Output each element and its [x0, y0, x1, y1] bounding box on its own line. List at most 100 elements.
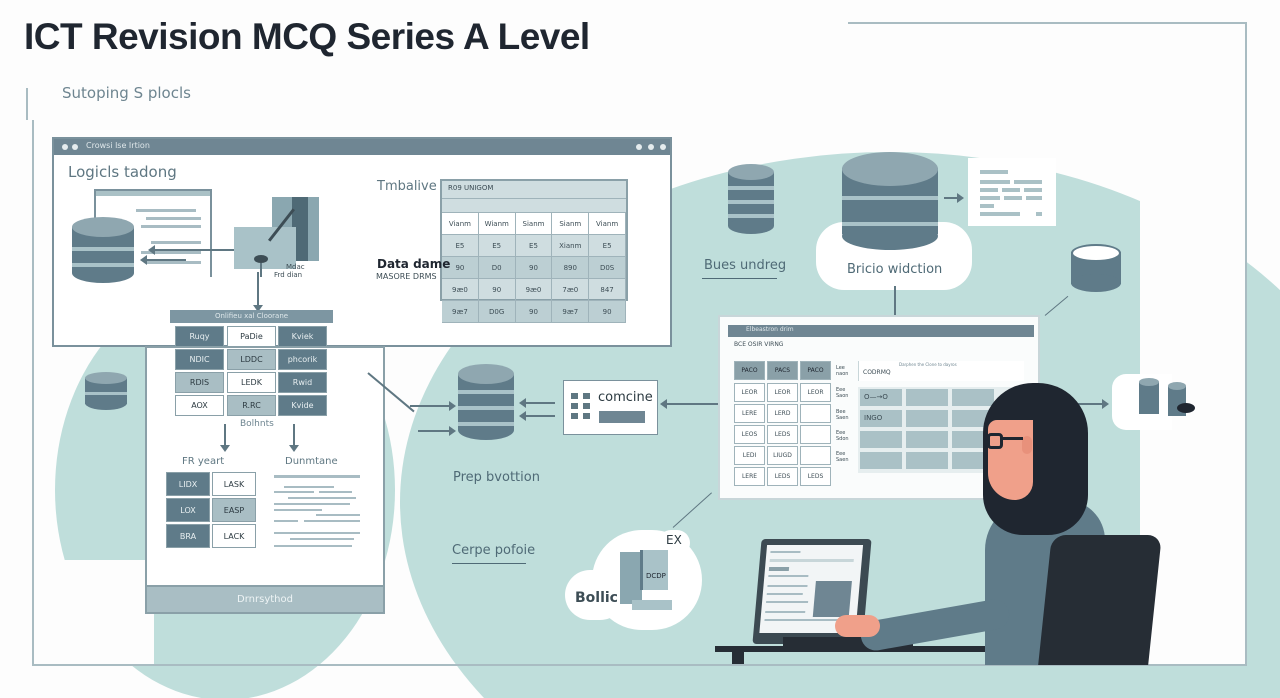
table-cell: E5 — [515, 235, 553, 257]
secondary-window-title: Elbeastron drim — [746, 326, 794, 333]
combine-box: comcine — [563, 380, 658, 435]
table-header-row: Vianm Wianm Sianm Sianm Vianm — [442, 213, 626, 235]
grid-caption: Bolhnts — [240, 419, 274, 429]
arrow-right — [944, 193, 964, 203]
window-control-icon[interactable] — [636, 144, 642, 150]
table-cell: LEOR — [800, 383, 831, 402]
grid-cell: AOX — [175, 395, 224, 416]
table-cell: LIUGD — [767, 446, 798, 465]
table-cell: D0G — [478, 301, 516, 323]
table-cell: 7æ0 — [552, 279, 590, 301]
cloud-badge: EX — [666, 533, 682, 547]
table-cell — [800, 446, 831, 465]
window-control-icon[interactable] — [648, 144, 654, 150]
header-cell: PACO — [800, 361, 831, 380]
grid-block: O—→O — [860, 389, 902, 406]
arrow-left — [519, 411, 555, 421]
grid-block — [906, 431, 948, 448]
arrow-left — [519, 398, 555, 408]
arrow-down — [220, 424, 230, 452]
table-cell: 9æ7 — [552, 301, 590, 323]
server-panel — [640, 550, 668, 590]
grid-block: INGO — [860, 410, 902, 427]
frame-line-left — [32, 120, 34, 666]
table-cell: 90 — [442, 257, 479, 279]
grid-block-text: O—→O — [864, 393, 888, 401]
column-header: Sianm — [552, 213, 590, 235]
table-section-label: Tmbalive — [377, 179, 437, 194]
table-cell: LERE — [734, 404, 765, 423]
desk — [715, 646, 1005, 652]
row-label: Bee Saen — [836, 409, 849, 421]
cloud-label: Bollic — [575, 590, 618, 606]
table-cell: 90 — [515, 301, 553, 323]
table-cell: LERE — [734, 467, 765, 486]
table-header-label: R09 UNIGOM — [442, 181, 626, 199]
grid-cell: EASP — [212, 498, 256, 522]
database-icon-center — [458, 364, 514, 442]
frame-line-top — [848, 22, 1246, 24]
office-chair — [1038, 535, 1162, 665]
table-cell: D0S — [589, 257, 626, 279]
table-cell: LEOR — [734, 383, 765, 402]
grid-cell: Kvide — [278, 395, 327, 416]
grid-cell: BRA — [166, 524, 210, 548]
grid-cell: NDIC — [175, 349, 224, 370]
column-header: Wianm — [478, 213, 516, 235]
header-cell: PACS — [767, 361, 798, 380]
column-header: Vianm — [442, 213, 479, 235]
document-card — [968, 158, 1056, 226]
grid-block — [906, 389, 948, 406]
table-cell: 90 — [515, 257, 553, 279]
secondary-window: Elbeastron drim BCE OSIR VIRNG PACO PACS… — [718, 315, 1040, 500]
center-db-caption: Prep bvottion — [453, 470, 540, 485]
table-cell: 90 — [589, 301, 626, 323]
server-base — [632, 600, 672, 610]
table-cell: E5 — [442, 235, 479, 257]
grid-block — [906, 410, 948, 427]
server-label: DCDP — [646, 572, 666, 580]
frame-line-bottom — [32, 664, 1247, 666]
secondary-window-heading: BCE OSIR VIRNG — [734, 341, 784, 348]
row-label: Eee Saon — [836, 387, 849, 399]
window-dot-icon — [62, 144, 68, 150]
window-title-label: Crowsi lse Irtion — [86, 141, 150, 150]
search-field[interactable]: Darphen the Clone to dayros CODRMQ — [858, 361, 1024, 381]
arrow-right — [410, 401, 456, 411]
table-cell: LEDS — [767, 425, 798, 444]
search-caption: Darphen the Clone to dayros — [899, 362, 957, 367]
table-cell: 9æ0 — [442, 279, 479, 301]
column-header: Sianm — [515, 213, 553, 235]
grid-block-text: INGO — [864, 414, 883, 422]
grid-block — [860, 452, 902, 469]
database-icon-large — [842, 152, 938, 252]
grid-block — [906, 452, 948, 469]
table-cell: LERD — [767, 404, 798, 423]
grid-cell: LDDC — [227, 349, 276, 370]
subtitle-rule — [26, 88, 28, 120]
mouse-icon — [1177, 403, 1195, 413]
frame-line-right — [1245, 22, 1247, 666]
combine-label: comcine — [598, 390, 653, 405]
glasses-icon — [987, 433, 1003, 449]
caption-underline — [702, 278, 777, 279]
person-hand — [835, 615, 880, 637]
table-cell: LEDS — [767, 467, 798, 486]
grid-cell: LOX — [166, 498, 210, 522]
data-frame-label: Data dame — [377, 257, 451, 271]
small-db-caption: Bues undreg — [704, 258, 787, 273]
pin-icon — [254, 255, 268, 263]
table-row: 90 D0 90 890 D0S — [442, 257, 626, 279]
diagram-caption: Mdac — [286, 263, 305, 271]
row-label: Lee naon — [836, 365, 849, 377]
table-cell — [800, 404, 831, 423]
storage-disk-icon — [1071, 242, 1121, 294]
window-control-icon[interactable] — [660, 144, 666, 150]
grid-block — [860, 431, 902, 448]
table-cell: LEDI — [734, 446, 765, 465]
server-icon — [620, 552, 642, 604]
connector-line — [260, 263, 262, 277]
grid-cell: Rwid — [278, 372, 327, 393]
table-cell: E5 — [478, 235, 516, 257]
column-header: Vianm — [589, 213, 626, 235]
